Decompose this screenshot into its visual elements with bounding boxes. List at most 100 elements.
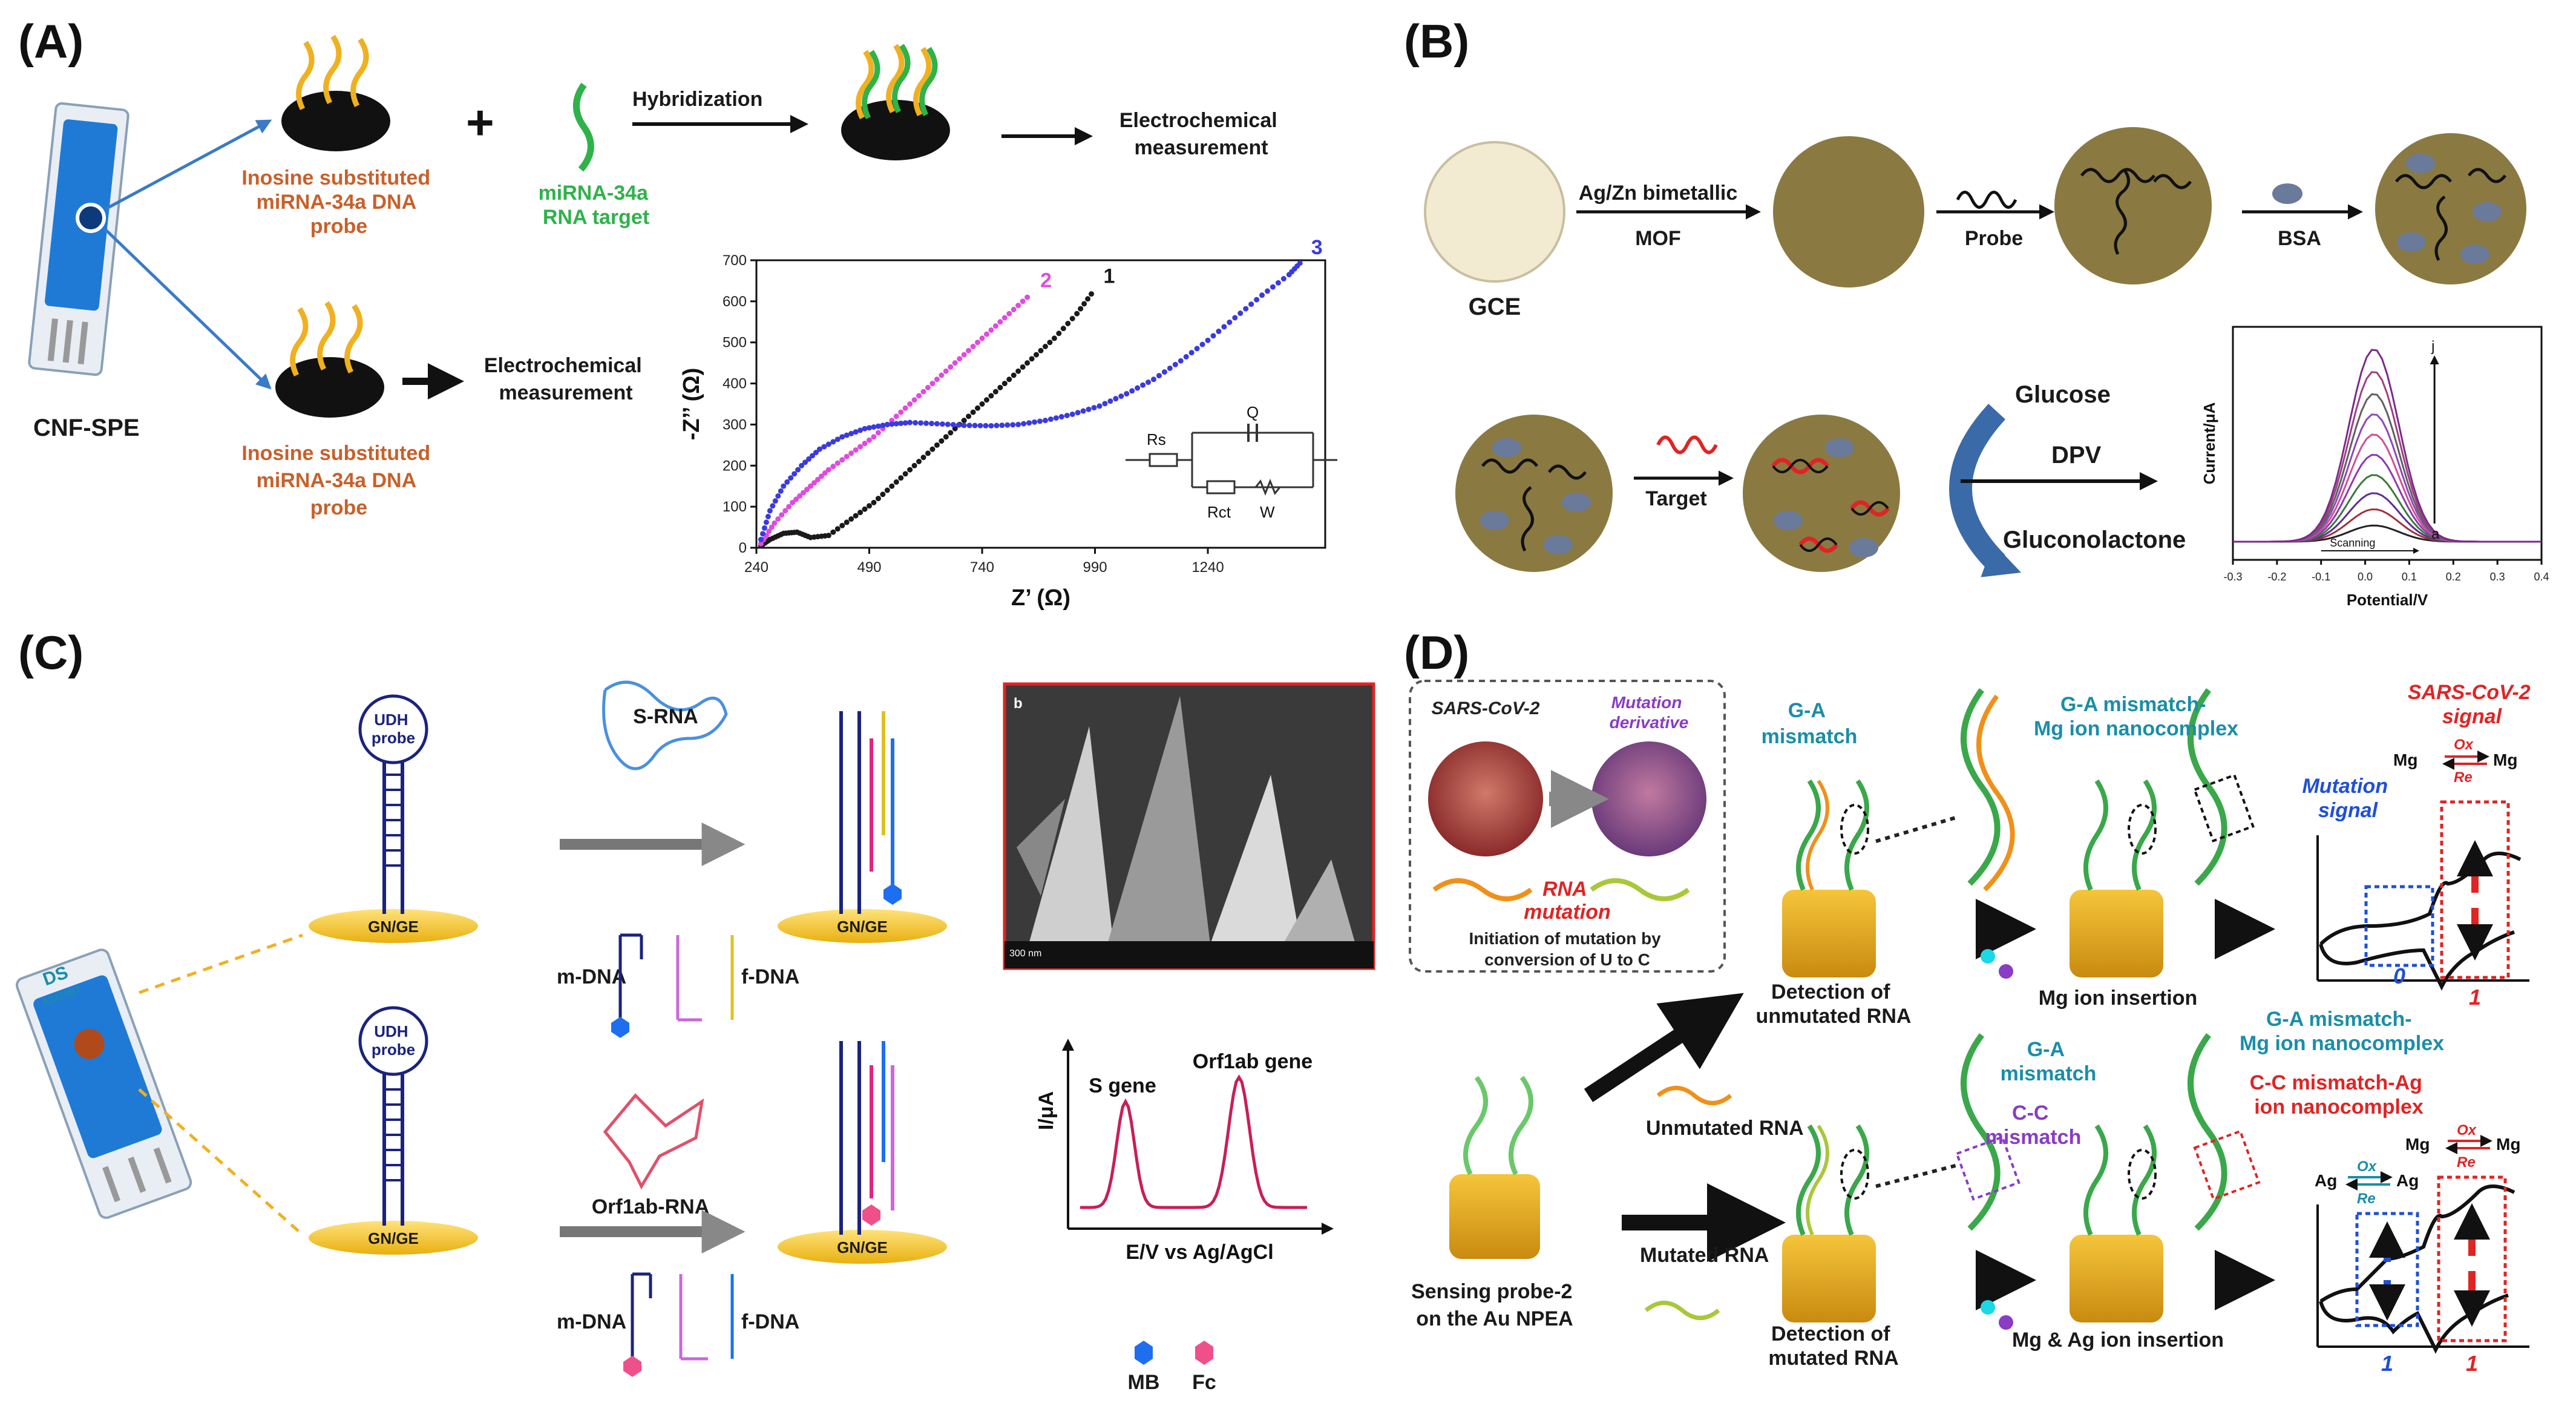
series-3-point xyxy=(893,421,899,427)
series-2-point xyxy=(772,520,778,526)
series-3-point xyxy=(853,429,859,435)
mg-insertion-np xyxy=(2070,779,2163,977)
inset-virus-label: SARS-CoV-2 xyxy=(1432,698,1540,718)
x-axis-label: E/V vs Ag/AgCl xyxy=(1126,1241,1273,1264)
probe-label-top: Inosine substituted miRNA-34a DNA probe xyxy=(241,166,436,238)
series-3-point xyxy=(1118,393,1124,399)
series-3-point xyxy=(1248,301,1254,307)
dpv-label-a: a xyxy=(2431,526,2440,542)
mutated-detection-np xyxy=(1782,1124,1876,1322)
series-2-point xyxy=(801,490,807,496)
x-tick-label: 740 xyxy=(970,559,994,576)
x-tick-label: 0.4 xyxy=(2534,571,2549,583)
svg-text:Re: Re xyxy=(2457,1154,2476,1171)
mgag-insertion-np xyxy=(2070,1124,2163,1322)
series-2-point xyxy=(911,397,917,403)
series-1-point xyxy=(939,438,945,444)
series-2-point xyxy=(818,473,824,479)
series-1-point xyxy=(1051,335,1057,341)
electrode-label-hybrid-bottom: GN/GE xyxy=(837,1238,888,1257)
x-tick-label: -0.1 xyxy=(2312,571,2330,583)
gluconolactone-label: Gluconolactone xyxy=(2003,527,2186,553)
probe-label: Probe xyxy=(1965,227,2023,250)
f-dna-strand-a-top xyxy=(676,935,702,1022)
series-3-point xyxy=(791,471,798,477)
dpv-label-j: j xyxy=(2431,338,2434,355)
series-1-point xyxy=(1038,347,1044,353)
series-1-point xyxy=(961,418,967,424)
series-1-point xyxy=(1042,344,1048,349)
series-3-point xyxy=(1069,411,1075,417)
panel-c: (C) DS A2224B7 xyxy=(15,626,1375,1394)
series-1-point xyxy=(880,491,886,498)
series-3-point xyxy=(1145,379,1152,386)
electrode-label-hybrid-top: GN/GE xyxy=(837,918,888,936)
series-2-point xyxy=(857,444,864,450)
y-tick-label: 500 xyxy=(723,335,747,351)
measurement-top-label: Electrochemical measurement xyxy=(1119,109,1283,159)
series-2-point xyxy=(920,389,926,395)
f-dna-strand-a-bottom xyxy=(679,1274,708,1361)
series-2-point xyxy=(769,524,775,530)
series-3-point xyxy=(1005,422,1011,428)
series-1-point xyxy=(943,434,949,440)
series-3-point xyxy=(821,444,827,450)
series-3-point xyxy=(884,421,890,427)
fc-tag-bottom xyxy=(623,1356,641,1377)
gene-dpv-curve xyxy=(1080,1074,1307,1209)
series-1-point xyxy=(853,513,859,519)
hybrid-electrode-top xyxy=(778,711,947,943)
series-1-point xyxy=(966,413,972,419)
gce-label: GCE xyxy=(1469,294,1521,320)
series-1-point xyxy=(1047,340,1053,346)
series-2-point xyxy=(952,360,958,366)
series-3-point xyxy=(1275,280,1281,286)
series-3-point xyxy=(1015,421,1021,427)
series-3-point xyxy=(1156,373,1162,379)
ag-ion-dot-2 xyxy=(1999,1315,2013,1330)
series-3-point xyxy=(1053,415,1059,421)
dpv-frame xyxy=(2232,326,2543,561)
series-3-point xyxy=(1086,406,1092,412)
dpv-curve xyxy=(2233,474,2542,543)
dpv-curve xyxy=(2233,349,2542,543)
sem-image xyxy=(1003,682,1375,970)
arrow-to-probe-bottom xyxy=(105,229,272,390)
bsa-icon xyxy=(2272,183,2302,204)
series-3-point xyxy=(889,421,895,427)
series-3-point xyxy=(784,479,790,485)
inset-caption: Initiation of mutation by conversion of … xyxy=(1469,929,1665,969)
series-3-point xyxy=(871,424,877,430)
mof-label-bottom: MOF xyxy=(1635,227,1681,250)
series-1-point xyxy=(983,397,989,403)
probe-electrode-top xyxy=(281,34,390,151)
circuit-label: W xyxy=(1260,503,1275,521)
series-1-point xyxy=(907,467,913,473)
series-3-point xyxy=(1161,369,1167,375)
circuit-rct xyxy=(1206,480,1236,494)
series-1-point xyxy=(997,384,1003,390)
series-1-point xyxy=(857,510,864,516)
blocked-electrode-2 xyxy=(1455,415,1613,572)
series-2-point xyxy=(825,467,831,473)
electrode-label-top: GN/GE xyxy=(368,918,419,936)
series-3-point xyxy=(923,420,929,426)
series-3-point xyxy=(758,536,764,542)
hybrid-electrode-bottom xyxy=(778,1041,947,1264)
hybridized-electrode-b xyxy=(1743,415,1900,572)
series-3-point xyxy=(763,519,769,525)
series-2-point xyxy=(975,340,981,346)
x-axis-label: Z’ (Ω) xyxy=(1011,585,1070,611)
series-3-label: 3 xyxy=(1311,236,1323,259)
dpv-curve xyxy=(2233,413,2542,543)
series-1-point xyxy=(1089,291,1095,297)
series-1-point xyxy=(834,526,841,532)
mg-complex-box xyxy=(2193,774,2255,843)
cc-helix-bottom xyxy=(1961,1033,2001,1231)
series-2-point xyxy=(848,450,854,456)
series-2-point xyxy=(1020,298,1026,304)
series-3-point xyxy=(1199,341,1205,347)
chip-dash-bottom xyxy=(138,1088,304,1236)
peak-label-orf: Orf1ab gene xyxy=(1193,1050,1313,1073)
dpv-curve xyxy=(2233,524,2542,543)
